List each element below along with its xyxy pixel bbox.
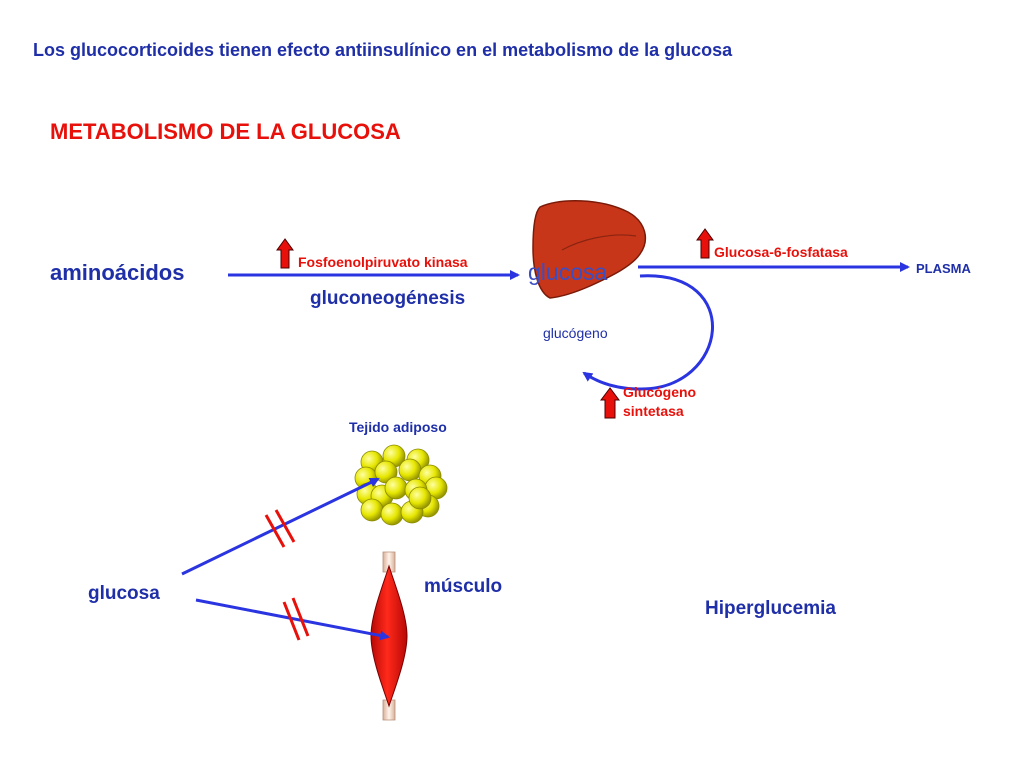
slide-subtitle: Los glucocorticoides tienen efecto antii… <box>33 40 733 60</box>
peripheral-glucose-label: glucosa <box>88 583 160 604</box>
g6pase-label: Glucosa-6-fosfatasa <box>714 244 848 260</box>
gluconeogenesis-label: gluconeogénesis <box>310 288 466 309</box>
plasma-label: PLASMA <box>916 261 971 276</box>
liver-glucose-label: glucosa <box>528 259 608 285</box>
adipose-tissue-icon <box>354 444 448 526</box>
hyperglycemia-label: Hiperglucemia <box>705 598 836 619</box>
arrow-glucose-to-adipose <box>181 477 380 576</box>
muscle-label: músculo <box>424 576 503 597</box>
arrow-glucose-to-glycogen <box>582 274 714 391</box>
glycogen-synthase-label-1: Glucógeno <box>623 384 697 400</box>
up-arrow-icon <box>276 238 294 269</box>
pepck-label: Fosfoenolpiruvato kinasa <box>298 254 468 270</box>
up-arrow-icon <box>696 228 714 259</box>
up-arrow-icon <box>600 387 620 419</box>
glycogen-synthase-label-2: sintetasa <box>623 403 684 419</box>
blocked-arrow-icon <box>264 509 296 548</box>
liver-icon <box>532 200 647 299</box>
adipose-label: Tejido adiposo <box>349 419 447 435</box>
slide-title: METABOLISMO DE LA GLUCOSA <box>50 119 401 144</box>
blocked-arrow-icon <box>282 597 310 641</box>
glycogen-label: glucógeno <box>543 325 608 341</box>
aminoacids-label: aminoácidos <box>50 260 185 285</box>
